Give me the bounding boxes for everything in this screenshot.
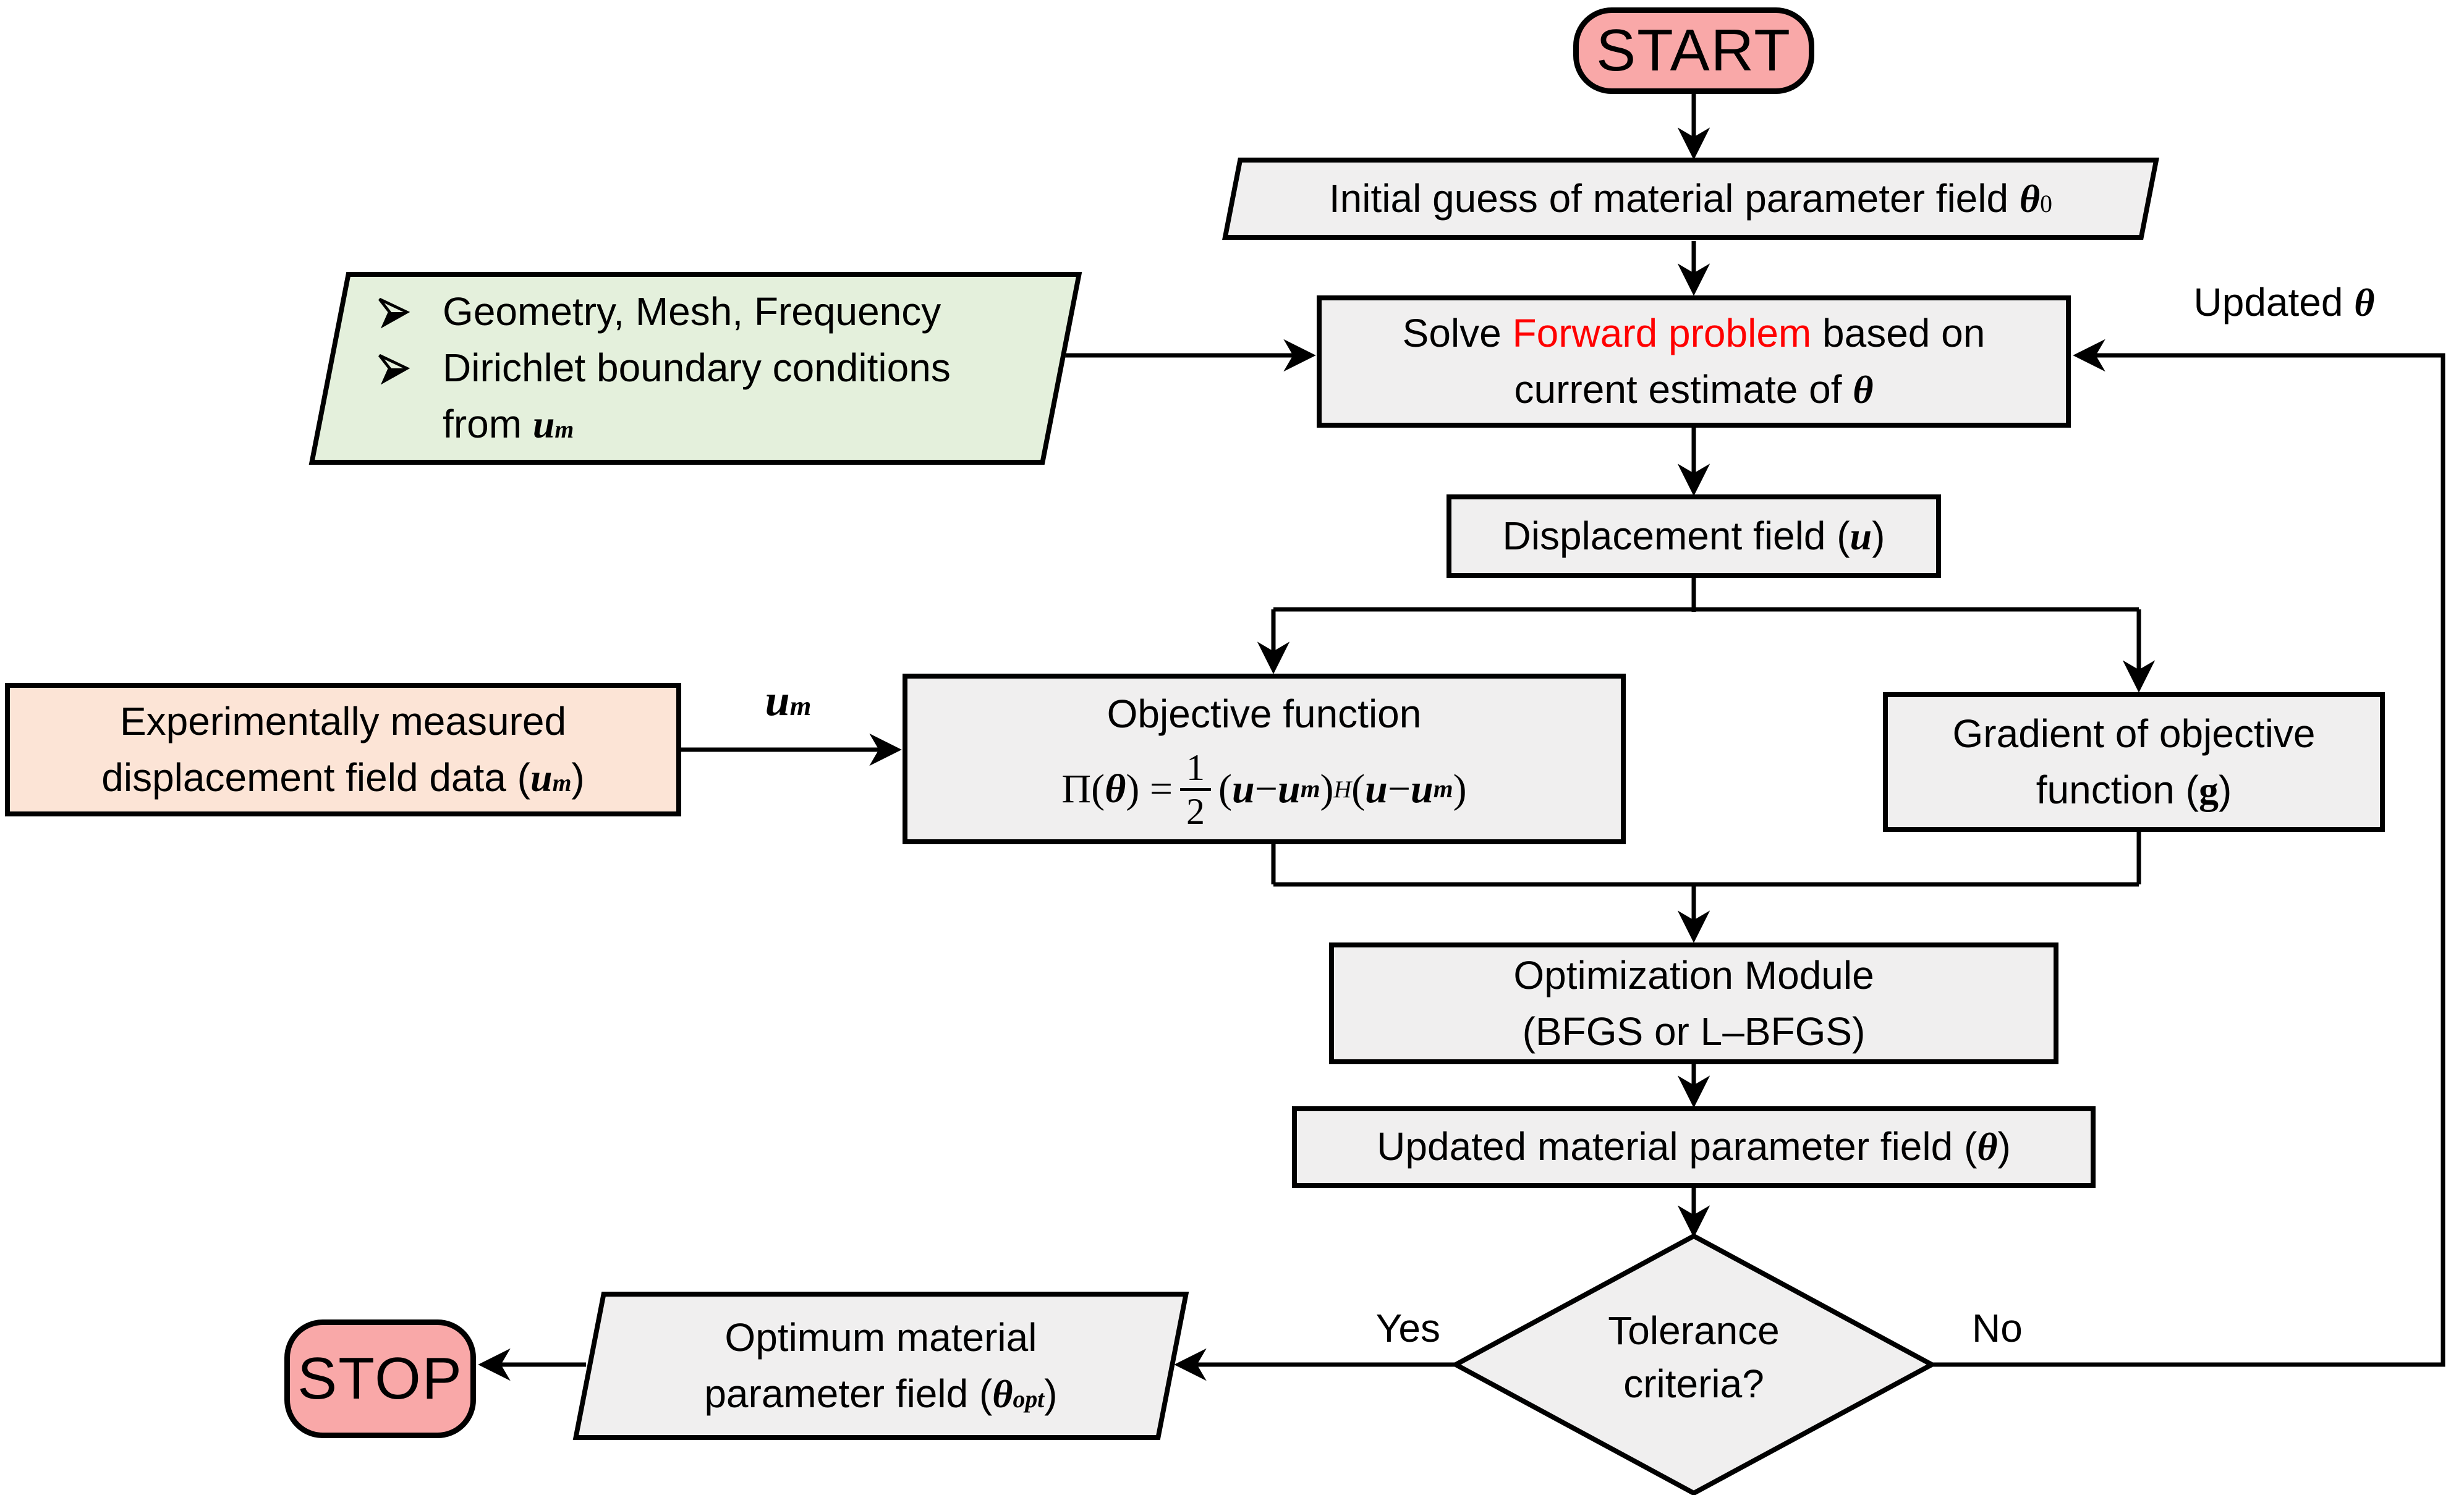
start-label: START [1596, 17, 1791, 83]
theta-symbol: θ [2019, 176, 2041, 221]
start-terminal: START [1573, 7, 1814, 94]
updated-theta-edge-label: Updated θ [2139, 279, 2429, 326]
displacement-close-paren: ) [1872, 513, 1885, 558]
solve-line1: Solve Forward problem based on [1403, 305, 1986, 362]
theta-symbol: θ [1853, 367, 1874, 412]
displacement-text-main: Displacement field ( [1502, 513, 1850, 558]
experimental-data-box: Experimentally measured displacement fie… [5, 683, 681, 816]
displacement-text: Displacement field (u) [1503, 508, 1885, 565]
u-symbol: u [765, 676, 790, 725]
experimental-close-paren: ) [571, 755, 585, 800]
close-paren: ) [1320, 766, 1334, 812]
initial-guess-text: Initial guess of material parameter fiel… [1235, 171, 2146, 227]
optimization-module-box: Optimization Module (BFGS or L–BFGS) [1329, 942, 2058, 1064]
yes-edge-label: Yes [1375, 1306, 1440, 1350]
optimization-line1: Optimization Module [1513, 952, 1874, 997]
updated-text: Updated [2193, 280, 2355, 324]
gradient-line1: Gradient of objective [1952, 711, 2316, 756]
u-subscript-m: m [554, 415, 574, 443]
u-symbol: u [1365, 766, 1388, 812]
theta-symbol: θ [992, 1371, 1013, 1416]
inputs-from-text: from [443, 401, 533, 446]
forward-problem-highlight: Forward problem [1512, 310, 1812, 355]
u-symbol: u [530, 755, 553, 800]
u-symbol: u [1232, 766, 1255, 812]
displacement-field-box: Displacement field (u) [1447, 494, 1941, 578]
one-half-fraction: 1 2 [1180, 747, 1212, 832]
um-edge-label: um [717, 675, 859, 726]
updated-field-box: Updated material parameter field (θ) [1292, 1106, 2096, 1188]
decision-label: Tolerance criteria? [1570, 1304, 1817, 1411]
inputs-item-geometry: Geometry, Mesh, Frequency [376, 284, 1034, 340]
updated-field-text-main: Updated material parameter field ( [1377, 1124, 1978, 1169]
inputs-item1-text: Geometry, Mesh, Frequency [443, 289, 941, 334]
theta-symbol: θ [2354, 281, 2375, 324]
objective-title: Objective function [1107, 692, 1422, 737]
solve-text-3: current estimate of [1514, 366, 1853, 412]
u-symbol: u [1850, 514, 1872, 558]
open-paren: ( [1351, 766, 1366, 812]
decision-line2: criteria? [1623, 1362, 1764, 1407]
solve-text-2: based on [1811, 310, 1986, 355]
stop-terminal: STOP [284, 1319, 476, 1438]
equals: ) = [1126, 766, 1173, 812]
arrowhead-bullet-icon [378, 298, 410, 329]
no-edge-label: No [1972, 1306, 2023, 1350]
u-subscript-m: m [789, 690, 812, 721]
gradient-close-paren: ) [2218, 767, 2232, 812]
inputs-parallelogram: Geometry, Mesh, Frequency Dirichlet boun… [308, 272, 1082, 465]
u-symbol: u [1277, 766, 1301, 812]
optimization-line2: (BFGS or L–BFGS) [1522, 1009, 1866, 1054]
inputs-item2-continuation: from um [443, 396, 1100, 453]
experimental-line2: displacement field data (um) [101, 750, 584, 807]
theta-symbol: θ [1105, 766, 1126, 812]
optimum-close-paren: ) [1044, 1371, 1058, 1416]
fraction-denominator: 2 [1180, 787, 1212, 832]
solve-text-1: Solve [1402, 310, 1513, 355]
optimum-line1: Optimum material [724, 1315, 1037, 1360]
optimum-text: parameter field ( [704, 1371, 993, 1416]
optimum-parallelogram: Optimum material parameter field (θopt) [572, 1292, 1189, 1440]
solve-forward-box: Solve Forward problem based on current e… [1317, 295, 2071, 428]
solve-line2: current estimate of θ [1515, 362, 1874, 418]
u-symbol: u [1411, 766, 1434, 812]
stop-label: STOP [297, 1345, 463, 1412]
initial-guess-text-main: Initial guess of material parameter fiel… [1328, 176, 2020, 221]
close-paren: ) [1453, 766, 1467, 812]
g-symbol: g [2198, 768, 2219, 812]
minus: − [1387, 766, 1411, 812]
gradient-box: Gradient of objective function (g) [1883, 692, 2385, 832]
theta-symbol: θ [1977, 1125, 1998, 1169]
open-paren: ( [1218, 766, 1233, 812]
minus: − [1254, 766, 1278, 812]
initial-guess-parallelogram: Initial guess of material parameter fiel… [1222, 158, 2159, 240]
u-symbol: u [532, 402, 555, 446]
updated-field-close-paren: ) [1997, 1124, 2011, 1169]
u-subscript-m: m [552, 769, 572, 797]
experimental-line1: Experimentally measured [119, 698, 567, 743]
experimental-text: displacement field data ( [101, 755, 530, 800]
theta-subscript-opt: opt [1013, 1385, 1045, 1413]
fraction-numerator: 1 [1186, 747, 1205, 788]
arrow-no-feedback [1932, 339, 2445, 1367]
arrowhead-bullet-icon [378, 354, 410, 385]
decision-diamond [1450, 1233, 1937, 1495]
optimum-line2: parameter field (θopt) [592, 1366, 1170, 1423]
inputs-item2-text: Dirichlet boundary conditions [443, 345, 951, 391]
updated-field-text: Updated material parameter field (θ) [1377, 1119, 2011, 1175]
gradient-line2: function (g) [2036, 762, 2232, 819]
inputs-item-dirichlet: Dirichlet boundary conditions [376, 340, 1034, 396]
theta-subscript-zero: 0 [2040, 190, 2053, 218]
decision-line1: Tolerance [1608, 1308, 1780, 1353]
pi-open: Π( [1061, 766, 1105, 812]
gradient-text: function ( [2036, 767, 2199, 812]
